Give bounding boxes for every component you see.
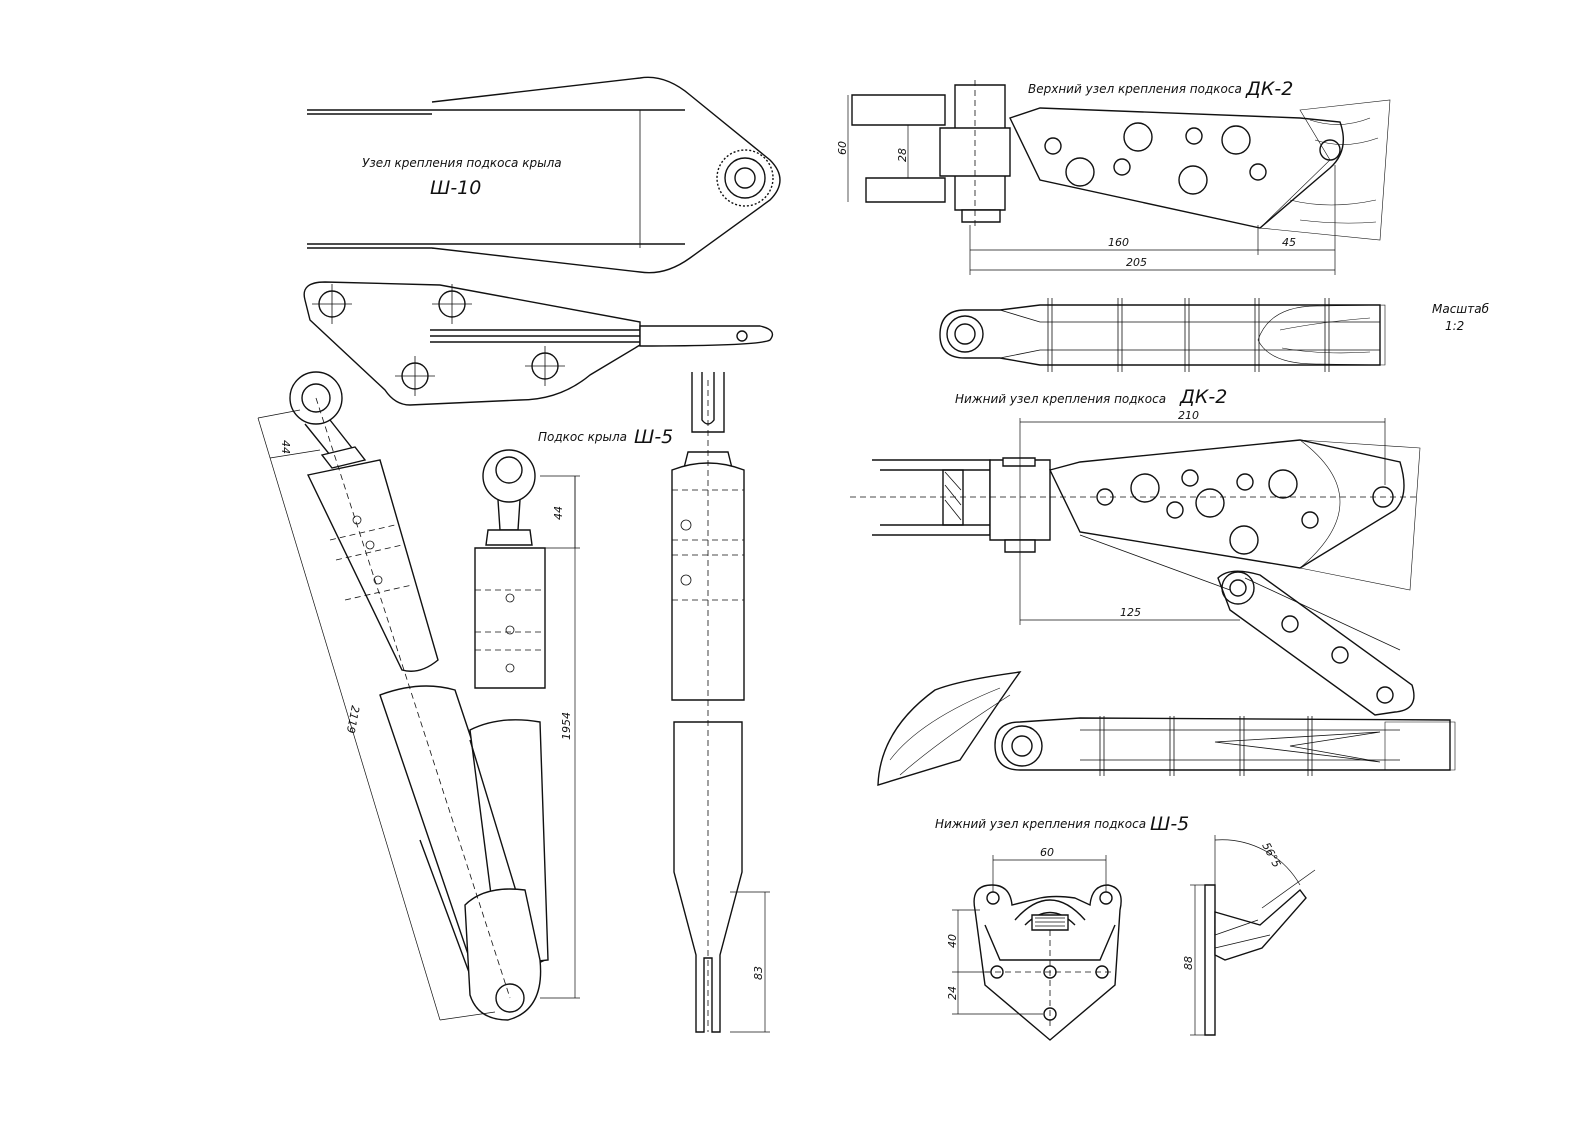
- dim-upper-gap: 28: [896, 148, 909, 162]
- dk2-upper-code: ДК-2: [1245, 78, 1293, 100]
- strut-code: Ш-5: [634, 426, 673, 448]
- strut-side-view: [671, 372, 770, 1033]
- dim-upper-45: 45: [1282, 236, 1296, 249]
- sh10-fitting-side-view: [303, 281, 774, 406]
- dim-upper-160: 160: [1108, 236, 1129, 249]
- strut-front-view: [474, 449, 580, 999]
- scale-value: 1:2: [1445, 319, 1464, 333]
- dk2-lower-fitting: [850, 418, 1421, 716]
- dk2-lower-code: ДК-2: [1179, 386, 1227, 408]
- dim-lower-125: 125: [1120, 606, 1141, 619]
- scale-label: Масштаб: [1432, 302, 1490, 316]
- dk2-lower-plan-view: [877, 671, 1456, 786]
- dk2-lower-caption: Нижний узел крепления подкоса: [955, 392, 1166, 406]
- dim-upper-height: 60: [836, 141, 849, 155]
- sh5-lower-fitting-front: [952, 855, 1122, 1041]
- dim-upper-205: 205: [1126, 256, 1147, 269]
- sh5-lower-code: Ш-5: [1150, 813, 1189, 835]
- dk2-upper-plan-view: [939, 298, 1386, 372]
- strut-caption: Подкос крыла: [538, 430, 627, 444]
- sh5-lower-caption: Нижний узел крепления подкоса: [935, 817, 1146, 831]
- dim-strut-fork: 83: [752, 966, 765, 980]
- dim-strut-eye-incline: 44: [279, 440, 292, 454]
- sh10-caption: Узел крепления подкоса крыла: [362, 156, 562, 170]
- dim-fitting-60: 60: [1040, 846, 1054, 859]
- sh5-lower-fitting-side: [1190, 835, 1316, 1036]
- sh10-fitting-top-view: [307, 76, 781, 274]
- dk2-upper-caption: Верхний узел крепления подкоса: [1028, 82, 1242, 96]
- dim-fitting-88: 88: [1182, 956, 1195, 970]
- dim-strut-length-front: 1954: [560, 712, 573, 740]
- strut-inclined-view: [257, 371, 549, 1021]
- dim-fitting-24: 24: [946, 986, 959, 1000]
- dim-fitting-40: 40: [946, 934, 959, 948]
- dim-fitting-angle: 56°5: [1259, 840, 1283, 870]
- dk2-upper-fitting: [847, 80, 1391, 275]
- dim-strut-length-incline: 2119: [344, 704, 362, 734]
- dim-lower-210: 210: [1178, 409, 1199, 422]
- dim-strut-eye-front: 44: [552, 506, 565, 520]
- sh10-code: Ш-10: [430, 177, 481, 199]
